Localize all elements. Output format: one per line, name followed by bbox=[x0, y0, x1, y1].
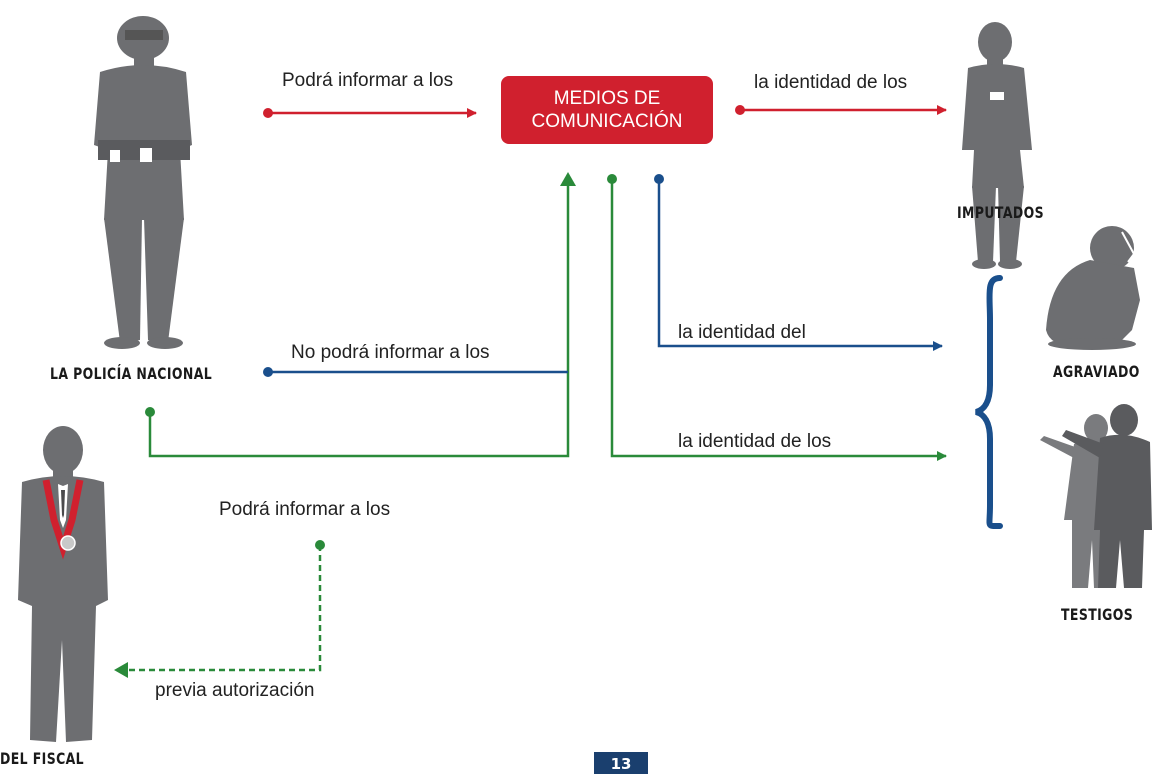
text-fiscal-podra-informar: Podrá informar a los bbox=[219, 499, 391, 520]
curly-brace bbox=[975, 275, 1003, 530]
text-identidad-imputados: la identidad de los bbox=[754, 72, 908, 93]
text-identidad-agraviado: la identidad del bbox=[678, 322, 806, 343]
arrow-policia-no-informar bbox=[263, 367, 568, 377]
media-box-line2: COMUNICACIÓN bbox=[531, 111, 683, 132]
arrow-media-to-imputados bbox=[735, 105, 947, 115]
arrow-media-to-agraviado bbox=[654, 174, 943, 351]
text-identidad-testigos: la identidad de los bbox=[678, 431, 832, 452]
label-agraviado: AGRAVIADO bbox=[1053, 362, 1140, 381]
text-previa-autorizacion: previa autorización bbox=[155, 680, 315, 701]
arrow-media-to-testigos bbox=[607, 174, 947, 461]
handcuffed-suspect-icon bbox=[962, 22, 1032, 269]
police-officer-icon bbox=[94, 16, 192, 349]
label-del-fiscal: DEL FISCAL bbox=[0, 749, 85, 768]
crying-victim-icon bbox=[1046, 226, 1140, 350]
media-box-line1: MEDIOS DE bbox=[553, 88, 661, 109]
arrow-policia-loop-to-media bbox=[145, 172, 576, 458]
medios-de-comunicacion-box: MEDIOS DE COMUNICACIÓN bbox=[501, 76, 713, 144]
arrow-policia-to-media bbox=[263, 108, 477, 118]
label-testigos: TESTIGOS bbox=[1061, 605, 1134, 624]
witnesses-icon bbox=[1040, 404, 1152, 588]
label-policia-nacional: LA POLICÍA NACIONAL bbox=[50, 364, 213, 383]
page-number-badge: 13 bbox=[594, 752, 648, 774]
arrow-fiscal-dashed bbox=[114, 540, 325, 678]
text-policia-podra-informar: Podrá informar a los bbox=[282, 70, 454, 91]
label-imputados: IMPUTADOS bbox=[957, 203, 1045, 222]
prosecutor-icon bbox=[18, 426, 108, 742]
text-no-podra-informar: No podrá informar a los bbox=[291, 342, 490, 363]
